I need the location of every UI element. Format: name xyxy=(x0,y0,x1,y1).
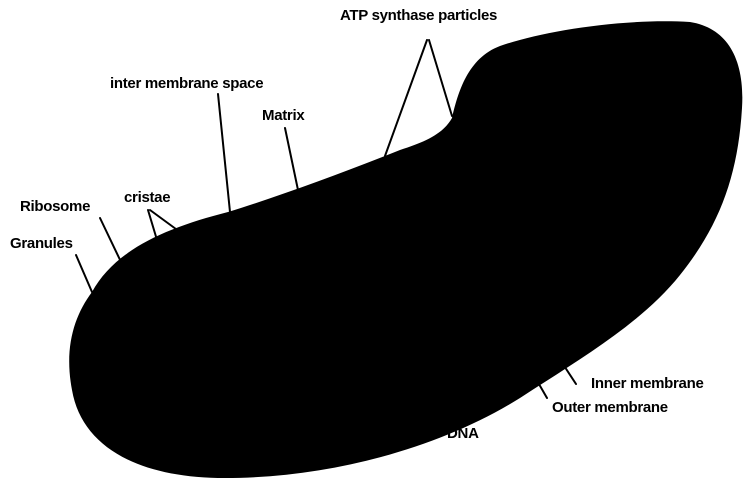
atp-leader-line-2 xyxy=(429,40,452,116)
label-ribosome: Ribosome xyxy=(20,199,90,214)
matrix-leader-line xyxy=(285,128,298,190)
label-outer-membrane: Outer membrane xyxy=(552,400,668,415)
granules-leader-line xyxy=(76,255,92,292)
inter-membrane-leader-line xyxy=(218,94,230,212)
atp-leader-line-1 xyxy=(385,40,427,156)
label-cristae: cristae xyxy=(124,190,170,205)
label-dna: DNA xyxy=(447,426,479,441)
label-atp-synthase: ATP synthase particles xyxy=(340,8,497,23)
label-inter-membrane-space: inter membrane space xyxy=(110,76,263,91)
label-inner-membrane: Inner membrane xyxy=(591,376,704,391)
label-granules: Granules xyxy=(10,236,73,251)
label-matrix: Matrix xyxy=(262,108,304,123)
ribosome-leader-line xyxy=(100,218,122,264)
